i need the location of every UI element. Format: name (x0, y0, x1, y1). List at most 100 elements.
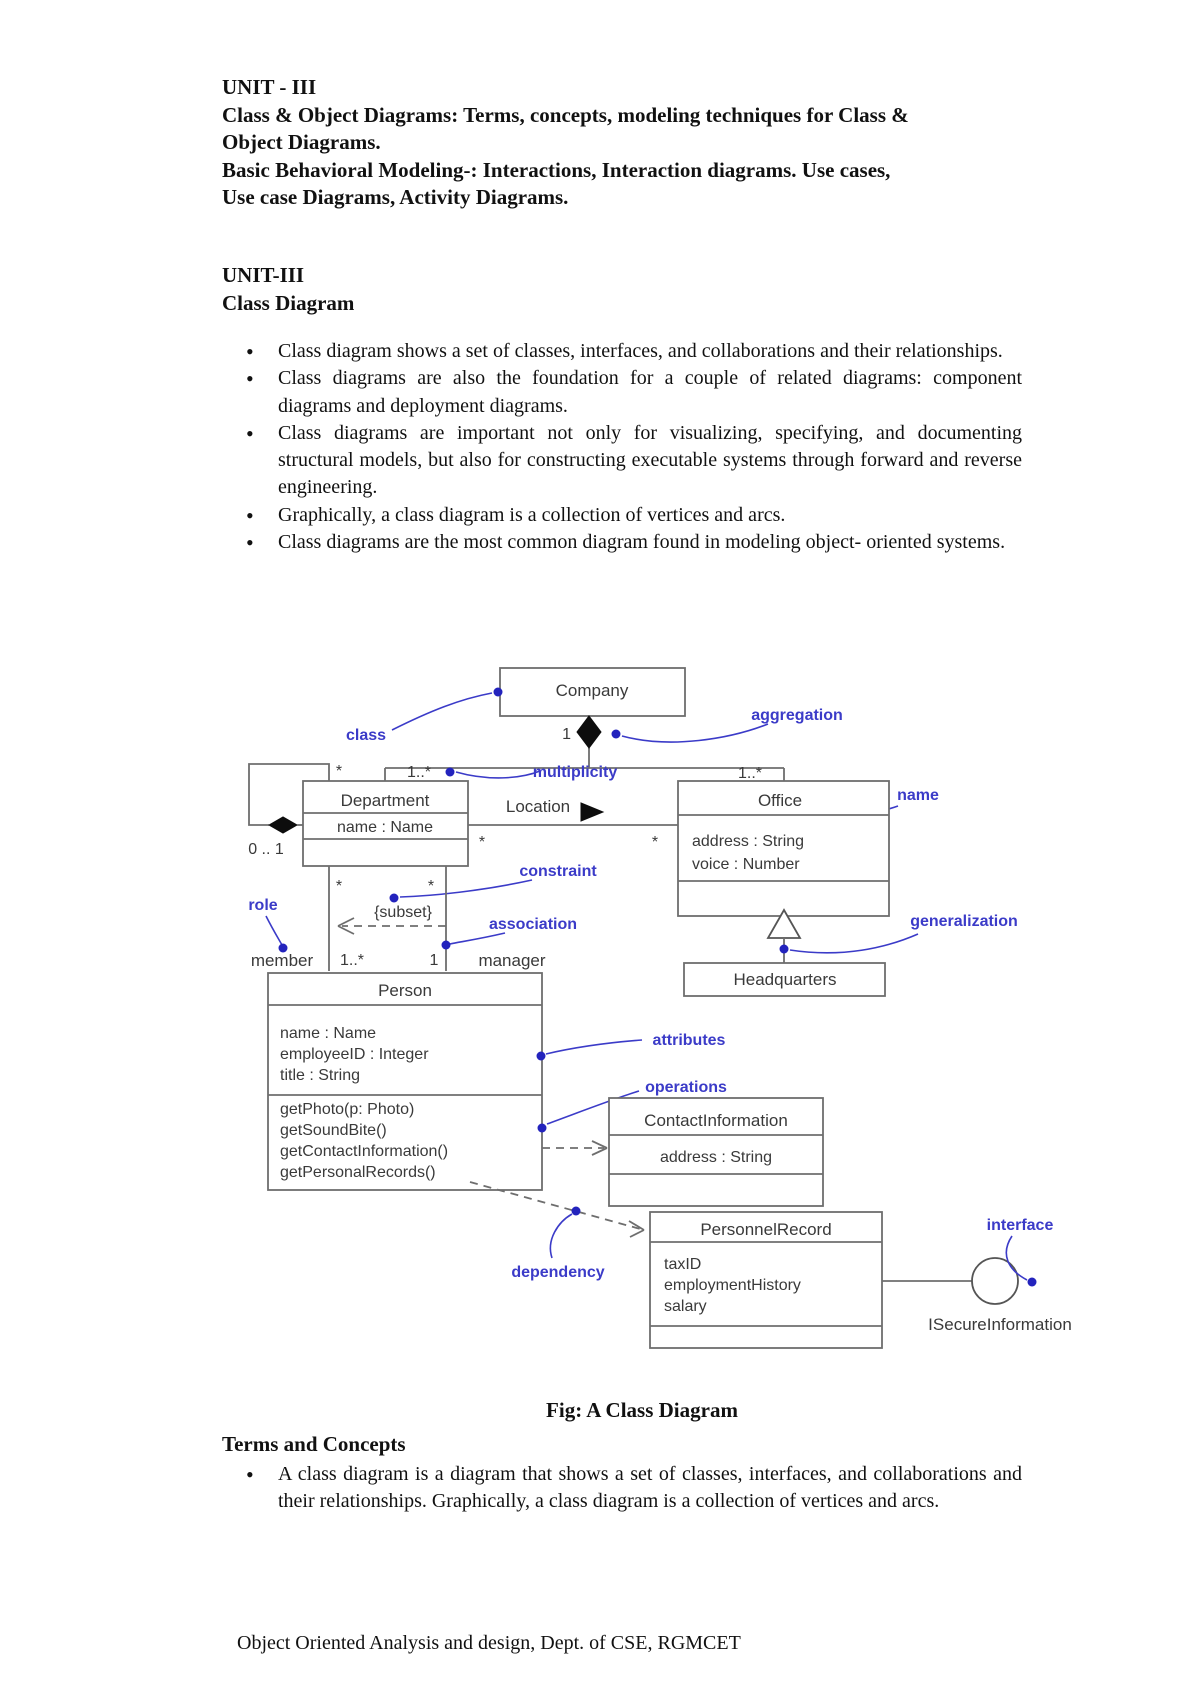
member-multiplicity: 1..* (340, 952, 364, 969)
class-pointer-curve (391, 692, 493, 731)
manager-role-label: manager (478, 951, 545, 970)
direction-arrow-icon (580, 802, 605, 822)
manager-multiplicity: 1 (430, 952, 439, 969)
attributes-annotation-label: attributes (653, 1032, 726, 1049)
generalization-annotation-label: generalization (910, 913, 1018, 930)
contactinformation-class-box (608, 1097, 824, 1207)
association-pointer-curve (449, 932, 506, 945)
person-attribute: title : String (280, 1067, 360, 1084)
person-attribute: employeeID : Integer (280, 1046, 429, 1063)
role-pointer-dot (278, 943, 288, 953)
headquarters-class-box (683, 962, 886, 997)
association-annotation-label: association (489, 916, 577, 933)
interface-name-label: ISecureInformation (928, 1315, 1072, 1334)
terms-heading: Terms and Concepts (222, 1432, 406, 1456)
interface-pointer-curve (1005, 1235, 1028, 1281)
aggregation-pointer-curve (621, 723, 769, 743)
contactinformation-attribute: address : String (660, 1149, 772, 1166)
location-association-name: Location (506, 797, 570, 816)
subset-constraint-label: {subset} (374, 904, 432, 921)
association-pointer-dot (441, 940, 451, 950)
bullet-item: Class diagrams are also the foundation f… (222, 365, 1022, 420)
multiplicity-pointer-curve (455, 770, 541, 779)
contactinformation-class-name: ContactInformation (644, 1111, 788, 1130)
self-aggregation-loop (248, 763, 330, 826)
terms-bullet-item: A class diagram is a diagram that shows … (222, 1461, 1022, 1516)
figure-caption: Fig: A Class Diagram (546, 1398, 738, 1422)
contact-dependency-arrowhead-icon (591, 1140, 608, 1156)
section-subtitle: Class Diagram (222, 290, 355, 315)
operations-annotation-label: operations (645, 1079, 727, 1096)
attributes-pointer-dot (536, 1051, 546, 1061)
office-class-name: Office (758, 791, 802, 810)
department-class-name: Department (341, 791, 430, 810)
class-diagram-bullet-list: Class diagram shows a set of classes, in… (222, 338, 1022, 557)
page-footer: Object Oriented Analysis and design, Dep… (237, 1632, 741, 1654)
generalization-pointer-curve (789, 933, 919, 954)
department-person-association-lines (328, 866, 447, 971)
interface-annotation-label: interface (987, 1217, 1054, 1234)
dependency-annotation-label: dependency (511, 1264, 604, 1281)
unit-title: UNIT - III (222, 75, 317, 99)
company-class-name: Company (556, 681, 629, 700)
constraint-pointer-curve (399, 879, 533, 898)
section-header: UNIT-III Class Diagram (222, 262, 1022, 317)
company-class-box (499, 667, 686, 717)
person-operation: getPhoto(p: Photo) (280, 1101, 414, 1118)
role-pointer-curve (265, 915, 283, 946)
aggregation-branch-lines (384, 748, 785, 781)
person-class-box (267, 972, 543, 1191)
class-annotation-label: class (346, 727, 386, 744)
star-multiplicity: * (336, 763, 342, 780)
header-line: Basic Behavioral Modeling-: Interactions… (222, 157, 891, 182)
section-title: UNIT-III (222, 263, 305, 287)
member-role-label: member (251, 951, 314, 970)
constraint-annotation-label: constraint (519, 863, 597, 880)
aggregation-diamond-icon (576, 715, 602, 749)
aggregation-pointer-dot (611, 729, 621, 739)
class-pointer-dot (493, 687, 503, 697)
name-annotation-label: name (897, 787, 939, 804)
headquarters-class-name: Headquarters (733, 970, 836, 989)
dependency-pointer-dot (571, 1206, 581, 1216)
bullet-item: Class diagrams are the most common diagr… (222, 529, 1022, 557)
one-star-multiplicity-right: 1..* (738, 765, 762, 782)
terms-bullet-list: A class diagram is a diagram that shows … (222, 1461, 1022, 1516)
header-line: Class & Object Diagrams: Terms, concepts… (222, 102, 909, 127)
uml-class-diagram-figure: Company class 1 aggregation * 1..* multi… (220, 608, 1110, 1350)
personnelrecord-attribute: salary (664, 1298, 707, 1315)
personnelrecord-class-name: PersonnelRecord (700, 1220, 831, 1239)
one-star-multiplicity-left: 1..* (407, 764, 431, 781)
personnelrecord-attribute: taxID (664, 1256, 701, 1273)
generalization-pointer-dot (779, 944, 789, 954)
header-line: Object Diagrams. (222, 130, 381, 154)
office-attribute: voice : Number (692, 856, 800, 873)
interface-pointer-dot (1027, 1277, 1037, 1287)
bullet-item: Graphically, a class diagram is a collec… (222, 502, 1022, 530)
operations-pointer-dot (537, 1123, 547, 1133)
personnelrecord-attribute: employmentHistory (664, 1277, 801, 1294)
bullet-item: Class diagrams are important not only fo… (222, 420, 1022, 502)
personnel-dependency-dashed-line (469, 1181, 645, 1231)
attributes-pointer-curve (545, 1039, 643, 1055)
unit-header: UNIT - III Class & Object Diagrams: Term… (222, 74, 1022, 212)
person-class-name: Person (378, 981, 432, 1000)
person-operation: getContactInformation() (280, 1143, 448, 1160)
subassoc-star-left: * (336, 878, 342, 895)
office-attribute: address : String (692, 833, 804, 850)
bullet-item: Class diagram shows a set of classes, in… (222, 338, 1022, 366)
operations-pointer-curve (546, 1090, 640, 1125)
header-line: Use case Diagrams, Activity Diagrams. (222, 185, 569, 209)
person-operation: getPersonalRecords() (280, 1164, 436, 1181)
self-aggregation-diamond-icon (267, 816, 299, 834)
personnel-dependency-arrowhead-icon (628, 1220, 645, 1238)
aggregation-annotation-label: aggregation (751, 707, 843, 724)
location-star-left: * (479, 834, 485, 851)
constraint-pointer-dot (389, 893, 399, 903)
department-class-box (302, 780, 469, 867)
company-multiplicity-one: 1 (562, 726, 571, 743)
dependency-pointer-curve (549, 1213, 573, 1259)
interface-lollipop-icon (971, 1257, 1019, 1305)
multiplicity-annotation-label: multiplicity (533, 764, 618, 781)
person-operation: getSoundBite() (280, 1122, 387, 1139)
